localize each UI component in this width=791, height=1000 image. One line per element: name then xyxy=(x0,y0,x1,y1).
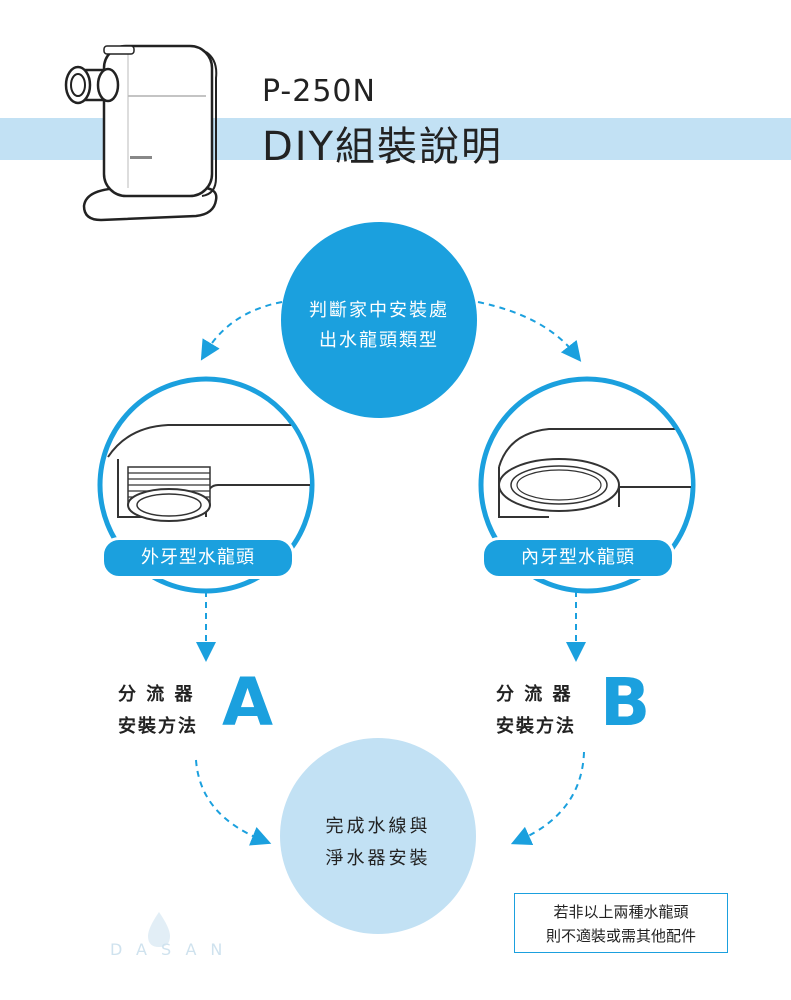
arrow-bottom-right xyxy=(510,751,585,845)
method-a-line1: 分 流 器 xyxy=(118,684,195,705)
watermark-logo: DASAN xyxy=(110,940,237,959)
step-identify-faucet: 判斷家中安裝處 出水龍頭類型 xyxy=(281,222,477,418)
external-thread-faucet-label: 外牙型水龍頭 xyxy=(101,537,295,579)
step-complete-line2: 淨水器安裝 xyxy=(325,848,431,869)
step-complete-line1: 完成水線與 xyxy=(325,816,431,837)
step-complete-install: 完成水線與 淨水器安裝 xyxy=(280,738,476,934)
method-b-letter: B xyxy=(600,664,651,741)
method-a-line2: 安裝方法 xyxy=(118,716,198,737)
arrow-top-left xyxy=(200,301,283,361)
step-identify-line1: 判斷家中安裝處 xyxy=(309,300,449,321)
page-title: DIY組裝說明 xyxy=(262,124,504,170)
step-identify-line2: 出水龍頭類型 xyxy=(319,330,439,351)
method-b-line2: 安裝方法 xyxy=(496,716,576,737)
model-name: P-250N xyxy=(262,74,376,109)
water-drop-icon xyxy=(148,912,170,947)
arrow-top-right xyxy=(477,301,582,362)
note-line2: 則不適裝或需其他配件 xyxy=(545,927,696,945)
internal-thread-faucet-label: 內牙型水龍頭 xyxy=(481,537,675,579)
arrow-bottom-left xyxy=(195,759,272,846)
water-purifier-icon xyxy=(64,44,218,222)
note-box: 若非以上兩種水龍頭 則不適裝或需其他配件 xyxy=(514,893,728,953)
method-a-letter: A xyxy=(222,664,274,741)
method-b-line1: 分 流 器 xyxy=(496,684,573,705)
note-line1: 若非以上兩種水龍頭 xyxy=(553,903,689,921)
